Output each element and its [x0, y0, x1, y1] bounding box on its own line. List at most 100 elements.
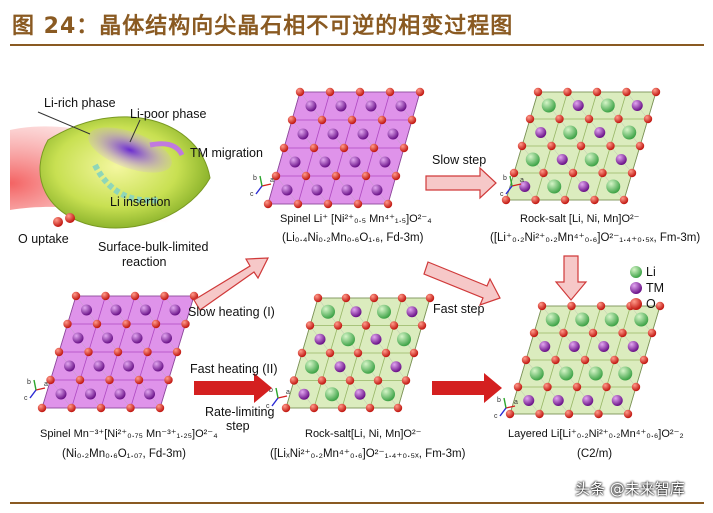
bond-line [618, 91, 627, 120]
o-atom [134, 375, 144, 385]
bond-line [321, 352, 331, 381]
bond-line [513, 145, 523, 174]
o-atom [505, 409, 515, 419]
tm-atom [390, 361, 402, 373]
o-atom [263, 199, 273, 209]
arrows: Slow step Fast step Slow heating (I) Fas… [188, 153, 588, 433]
o-atom [627, 168, 637, 178]
o-atom [525, 114, 535, 124]
tm-atom [140, 304, 151, 316]
o-atom [407, 115, 417, 125]
tm-atom [85, 388, 96, 400]
o-atom [361, 321, 371, 330]
o-atom [373, 376, 383, 385]
tm-atom [123, 360, 134, 372]
bond-line [291, 91, 301, 121]
o-atom [564, 409, 574, 419]
o-atom [513, 382, 523, 392]
bond-line [365, 297, 375, 326]
slow-step-label: Slow step [432, 153, 486, 167]
o-atom [369, 293, 379, 303]
bond-line [337, 297, 347, 326]
axis-b-label: b [27, 379, 31, 386]
o-atom [397, 293, 407, 303]
legend-o-swatch [630, 298, 642, 310]
o-atom [172, 347, 182, 357]
li-atom [622, 125, 637, 140]
o-atom [635, 141, 645, 151]
o-atom [369, 143, 379, 153]
o-atom [618, 328, 627, 338]
o-atom [509, 168, 519, 178]
axis-b-label: b [253, 175, 257, 182]
li-insertion-label: Li insertion [110, 195, 170, 209]
o-atom [622, 87, 631, 97]
tm-atom [161, 332, 172, 344]
o-atom [590, 195, 599, 205]
o-uptake-atom [65, 213, 75, 223]
axis-c-label: c [250, 191, 254, 198]
tm-atom [406, 306, 418, 318]
tm-atom [169, 304, 181, 316]
bond-line [572, 145, 582, 174]
bond-line [357, 175, 367, 205]
tm-atom [582, 395, 594, 406]
bond-line [321, 91, 331, 121]
li-atom [305, 359, 319, 374]
tm-atom [519, 181, 531, 192]
bond-line [564, 172, 574, 201]
o-atom [130, 291, 140, 301]
o-atom [339, 143, 349, 153]
o-atom [537, 301, 547, 311]
bond-line [138, 351, 148, 381]
bond-line [639, 118, 649, 147]
bond-line [50, 351, 60, 381]
bond-line [592, 305, 602, 334]
o-atom [279, 143, 289, 153]
legend-li-swatch [630, 266, 642, 278]
bond-line [584, 332, 594, 361]
o-atom [580, 355, 590, 365]
o-atom [393, 403, 403, 413]
li-poor-leader [129, 119, 141, 143]
o-atom [297, 348, 307, 358]
bond-line [547, 359, 556, 388]
watermark: 头条 @未来智库 [575, 480, 685, 498]
li-atom [341, 332, 355, 347]
slow-heating-label: Slow heating (I) [188, 305, 275, 319]
tm-atom [572, 100, 584, 111]
o-atom [143, 347, 152, 357]
tm-atom [72, 332, 84, 344]
o-atom [560, 195, 570, 205]
tm-atom [578, 181, 590, 192]
bond-line [309, 297, 319, 326]
tm-atom [55, 388, 67, 400]
bond-line [117, 323, 127, 353]
bond-line [509, 386, 519, 415]
o-atom [317, 115, 327, 125]
fast-heating-label: Fast heating (II) [190, 362, 278, 376]
bond-line [381, 91, 391, 121]
legend-tm-swatch [630, 282, 642, 294]
li-atom [600, 98, 615, 113]
bond-line [635, 359, 645, 388]
slow-step-arrow [425, 166, 497, 200]
o-atom [417, 321, 427, 330]
axis-b-label: b [497, 397, 501, 404]
bond-line [155, 295, 165, 325]
axis-b-line [259, 175, 263, 187]
bond-line [387, 175, 397, 205]
o-atom [164, 375, 173, 385]
tm-atom [297, 128, 309, 140]
fast-heating-arrow [194, 373, 272, 403]
bond-line [580, 118, 590, 147]
o-atom [383, 199, 393, 209]
rocksalt-bottom-caption-2: ([LiₓNi²⁺₀.₂Mn⁴⁺₀.₆]O²⁻₁.₄₊₀.₅ₓ, Fm-3m) [270, 448, 466, 460]
axis-c-line [505, 185, 513, 195]
bond-line [543, 145, 552, 174]
axis-c-label: c [24, 395, 28, 402]
bond-line [403, 119, 413, 149]
spinel-top-caption-2: (Li₀.₄Ni₀.₂Mn₀.₆O₁.₆, Fd-3m) [282, 232, 424, 244]
bond-line [297, 175, 307, 205]
bond-line [395, 147, 405, 177]
